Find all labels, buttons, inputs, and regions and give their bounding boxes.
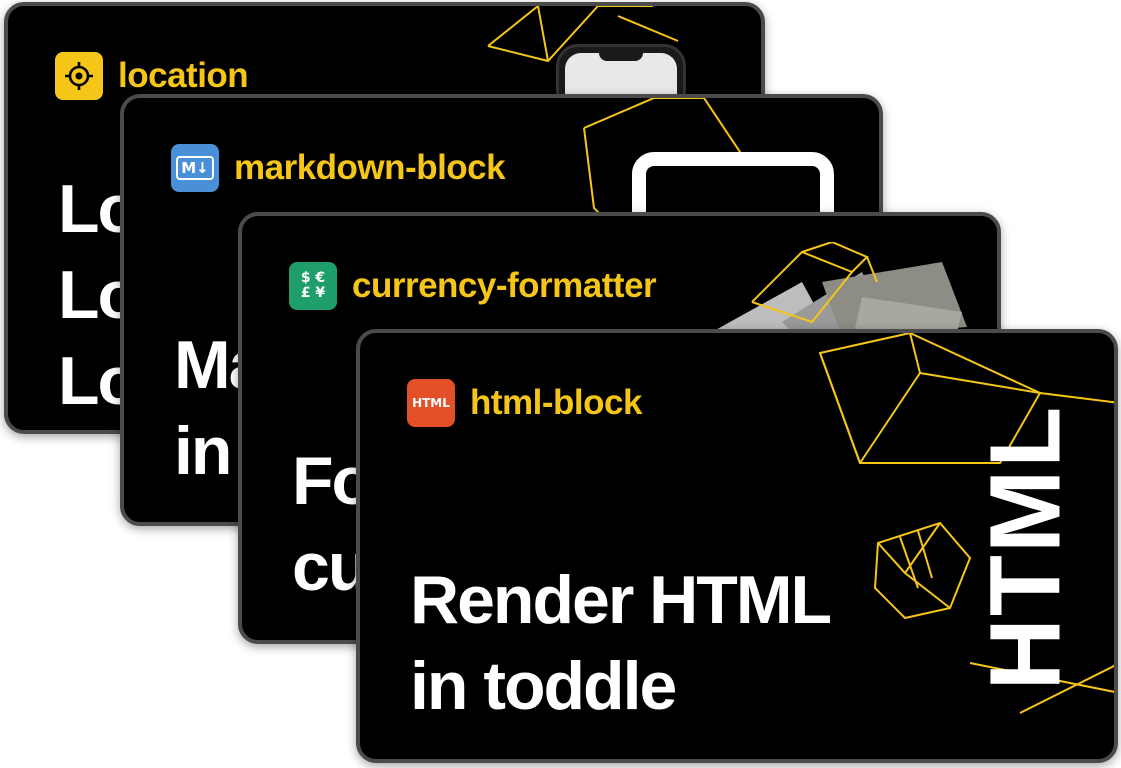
vertical-html-text: HTML bbox=[969, 404, 1082, 690]
currency-icon-label: $ € £ ¥ bbox=[300, 270, 326, 301]
html-icon: HTML bbox=[407, 379, 455, 427]
target-icon bbox=[55, 52, 103, 100]
vertical-html-wordmark: HTML bbox=[970, 367, 1082, 727]
headline-line: in bbox=[174, 413, 232, 489]
html-icon-label: HTML bbox=[412, 396, 450, 410]
card-headline: Render HTML in toddle bbox=[410, 557, 832, 729]
card-tag: html-block bbox=[470, 383, 642, 422]
card-html-block[interactable]: HTML HTML html-block Render HTML in todd… bbox=[356, 329, 1118, 763]
headline-line: Render HTML bbox=[410, 562, 832, 638]
card-tag: currency-formatter bbox=[352, 266, 657, 305]
markdown-icon-label: M↓ bbox=[176, 156, 214, 180]
card-tag: markdown-block bbox=[234, 148, 506, 187]
markdown-icon: M↓ bbox=[171, 144, 219, 192]
card-tag: location bbox=[118, 56, 249, 95]
headline-line: in toddle bbox=[410, 648, 677, 724]
currency-symbols-icon: $ € £ ¥ bbox=[289, 262, 337, 310]
